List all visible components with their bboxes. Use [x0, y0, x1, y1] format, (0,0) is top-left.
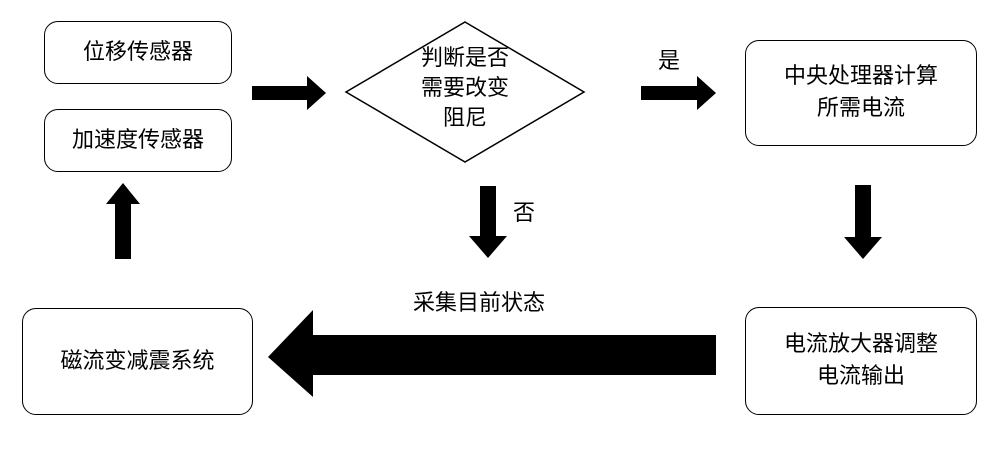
- displacement-sensor-box: 位移传感器: [44, 21, 232, 84]
- mr-damping-system-box: 磁流变减震系统: [22, 308, 253, 415]
- arrow-no-down: [469, 186, 507, 258]
- cpu-compute-label: 中央处理器计算 所需电流: [783, 64, 938, 121]
- acceleration-sensor-box: 加速度传感器: [44, 109, 232, 172]
- arrow-yes-to-cpu: [641, 76, 716, 110]
- arrow-sensors-to-decision: [252, 76, 326, 110]
- cpu-compute-box: 中央处理器计算 所需电流: [745, 40, 977, 146]
- arrow-cpu-to-amplifier: [844, 185, 882, 259]
- current-amplifier-label: 电流放大器调整 电流输出: [783, 332, 938, 389]
- arrow-amplifier-to-damping: [268, 310, 716, 397]
- arrow-damping-to-sensors: [106, 183, 140, 259]
- acceleration-sensor-label: 加速度传感器: [71, 127, 204, 153]
- edge-label-no: 否: [513, 201, 536, 226]
- decision-diamond: [344, 21, 586, 163]
- mr-damping-system-label: 磁流变减震系统: [60, 348, 215, 374]
- edge-label-yes: 是: [658, 49, 681, 74]
- edge-label-collect-state: 采集目前状态: [413, 291, 546, 316]
- decision-label: 判断是否 需要改变 阻尼: [420, 46, 509, 131]
- current-amplifier-box: 电流放大器调整 电流输出: [745, 307, 977, 415]
- displacement-sensor-label: 位移传感器: [82, 39, 193, 65]
